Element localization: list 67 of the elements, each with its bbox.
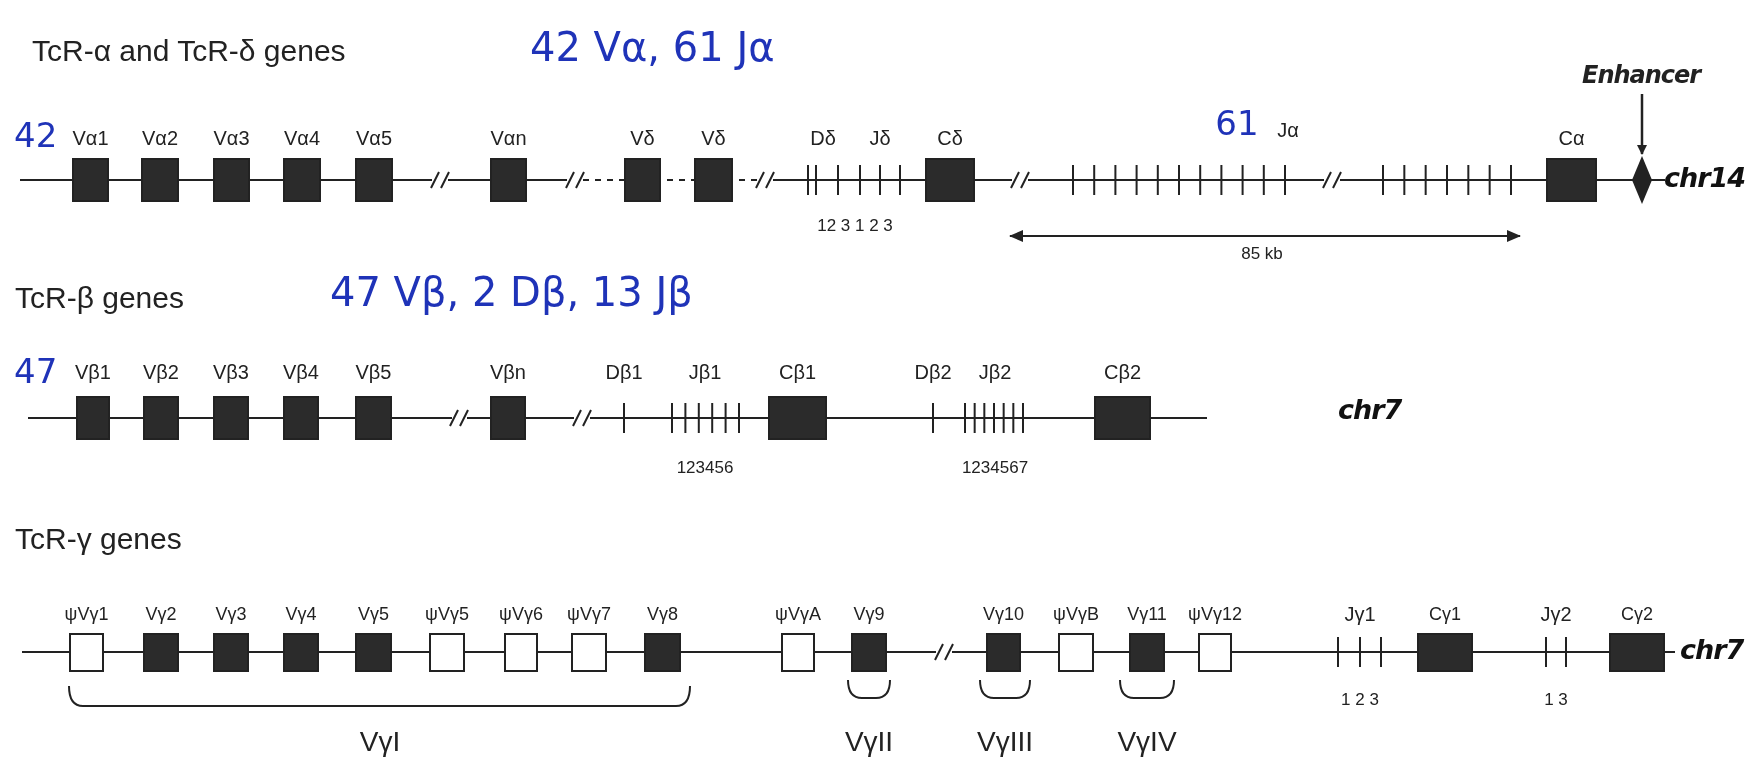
gene-label: Vγ8 bbox=[647, 603, 678, 626]
arrow bbox=[1637, 94, 1647, 155]
segment-numbers: 1234567 bbox=[961, 458, 1029, 478]
subgroup-label: VγII bbox=[844, 726, 894, 758]
callout-text: Enhancer bbox=[1582, 58, 1708, 92]
gene-label: Vαn bbox=[490, 126, 527, 150]
gene-label: Vγ5 bbox=[358, 603, 389, 626]
handwritten-count: 42 bbox=[14, 117, 58, 155]
section-heading: TcR-β genes bbox=[15, 280, 184, 314]
gene-label: Vβ5 bbox=[355, 360, 392, 384]
gene-label: Cδ bbox=[937, 126, 963, 150]
gene-label: Vα3 bbox=[213, 126, 250, 150]
gene-label: ψVγ7 bbox=[567, 603, 611, 626]
gene-label: ψVγ1 bbox=[64, 603, 109, 626]
gene-label: Vγ9 bbox=[853, 603, 885, 626]
segment-label: Dβ2 bbox=[914, 361, 952, 383]
gene-label: Vδ bbox=[701, 126, 726, 150]
gene-label: Vα1 bbox=[72, 126, 109, 150]
section-heading: TcR-α and TcR-δ genes bbox=[32, 33, 346, 67]
gene-label: Cγ2 bbox=[1621, 603, 1653, 626]
chromosome-label: chr14 bbox=[1664, 163, 1746, 193]
gene-label: Cβ2 bbox=[1103, 360, 1142, 384]
gene-label: Vγ11 bbox=[1127, 603, 1167, 626]
segment-label: Jγ2 bbox=[1540, 603, 1572, 625]
subgroup-label: VγIV bbox=[1117, 726, 1177, 758]
segment-label: Dβ1 bbox=[605, 361, 643, 383]
gene-label: Vβ1 bbox=[75, 360, 111, 384]
gene-label: Vβ3 bbox=[213, 360, 249, 384]
handwritten-count: 61 bbox=[1215, 105, 1259, 143]
gene-label: Vγ10 bbox=[983, 603, 1024, 626]
segment-numbers: 12 3 1 2 3 bbox=[817, 216, 893, 236]
segment-label: Jδ bbox=[869, 127, 891, 149]
gene-label: Cα bbox=[1558, 126, 1585, 150]
gene-label: ψVγ5 bbox=[425, 603, 469, 626]
gene-label: Vβn bbox=[490, 360, 526, 384]
segment-label: Jβ2 bbox=[978, 361, 1012, 383]
subgroup-label: VγIII bbox=[977, 726, 1033, 758]
dimension-label: 85 kb bbox=[1241, 244, 1283, 264]
gene-label: Vγ4 bbox=[285, 603, 317, 626]
chromosome-label: chr7 bbox=[1338, 395, 1402, 425]
segment-label: Jβ1 bbox=[688, 361, 722, 383]
gene-label: ψVγA bbox=[775, 603, 821, 626]
segment-numbers: 1 2 3 bbox=[1341, 690, 1379, 710]
gene-label: Vβ2 bbox=[143, 360, 179, 384]
gene-label: Vδ bbox=[630, 126, 655, 150]
segment-numbers: 1 3 bbox=[1544, 690, 1568, 710]
gene-label: Vγ3 bbox=[215, 603, 247, 626]
handwritten-count: 47 bbox=[14, 353, 58, 391]
gene-label: Vα2 bbox=[142, 126, 178, 150]
gene-label: Cγ1 bbox=[1429, 603, 1461, 626]
gene-label: Vα5 bbox=[356, 126, 392, 150]
handwritten-note: 47 Vβ, 2 Dβ, 13 Jβ bbox=[330, 270, 693, 314]
chromosome-label: chr7 bbox=[1680, 635, 1744, 665]
segment-label: Jα bbox=[1277, 119, 1299, 141]
gene-label: Vα4 bbox=[284, 126, 320, 150]
section-heading: TcR-γ genes bbox=[15, 521, 182, 555]
segment-label: Jγ1 bbox=[1344, 603, 1376, 625]
handwritten-note: 42 Vα, 61 Jα bbox=[530, 25, 775, 69]
gene-label: Cβ1 bbox=[778, 360, 817, 384]
gene-label: ψVγ6 bbox=[499, 603, 543, 626]
gene-label: Vβ4 bbox=[283, 360, 319, 384]
gene-label: ψVγB bbox=[1053, 603, 1099, 626]
segment-numbers: 123456 bbox=[676, 458, 734, 478]
segment-label: Dδ bbox=[810, 127, 836, 149]
gene-label: ψVγ12 bbox=[1188, 603, 1242, 626]
subgroup-label: VγI bbox=[359, 726, 401, 758]
gene-label: Vγ2 bbox=[145, 603, 177, 626]
